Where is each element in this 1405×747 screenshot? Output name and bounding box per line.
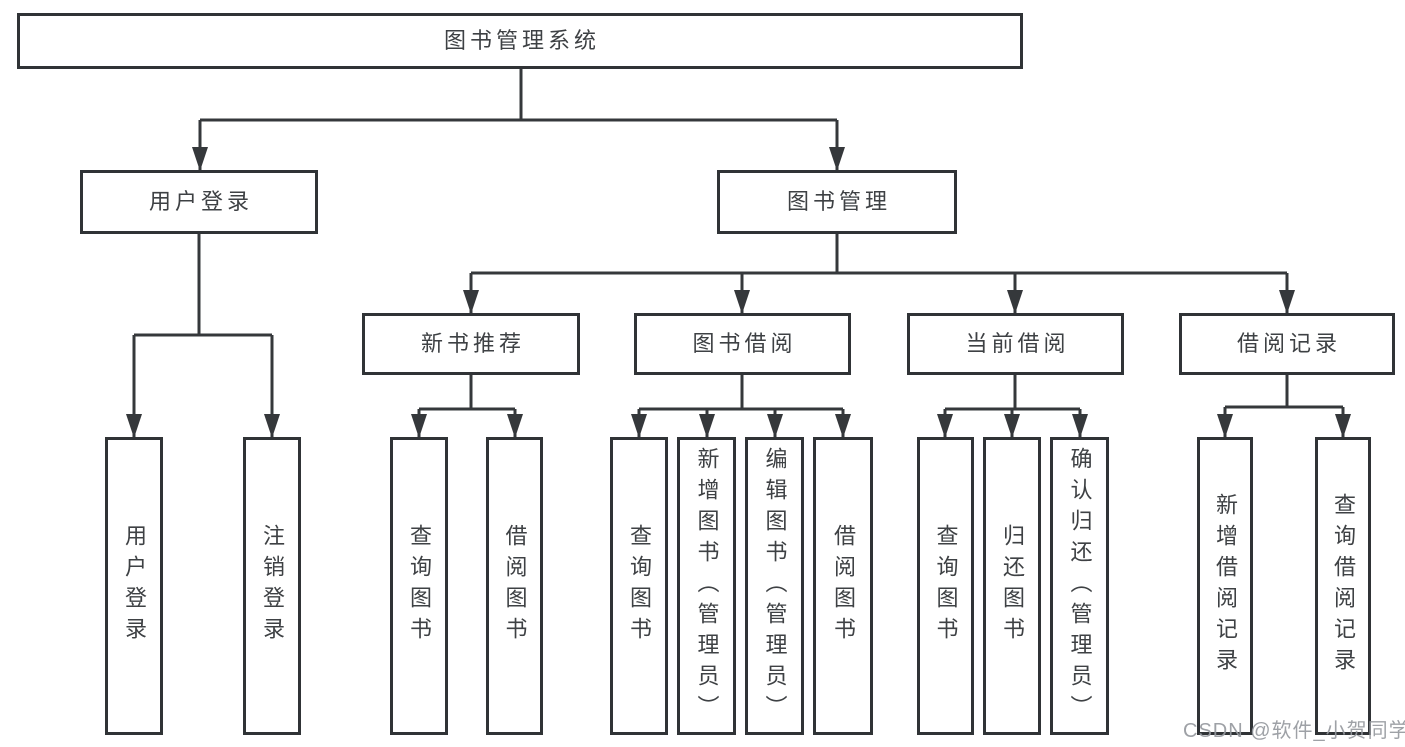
node-label: 新书推荐	[420, 331, 525, 356]
node-label: 确认归还（管理员）	[1067, 446, 1093, 726]
node-book-borrow: 图书借阅	[634, 313, 851, 375]
node-label: 借阅记录	[1236, 331, 1341, 356]
node-book-management: 图书管理	[717, 170, 957, 234]
connector-current-borrow	[937, 375, 1088, 438]
connector-borrow-records	[1217, 375, 1351, 438]
node-label: 编辑图书（管理员）	[762, 446, 788, 726]
node-label: 借阅图书	[831, 524, 856, 648]
leaf-user-login: 用户登录	[105, 437, 163, 735]
node-label: 图书借阅	[692, 331, 797, 356]
node-label: 查询图书	[627, 524, 652, 648]
node-label: 新增借阅记录	[1213, 493, 1238, 679]
node-library-management-system: 图书管理系统	[17, 13, 1023, 69]
leaf-query-books-recommend: 查询图书	[390, 437, 448, 735]
node-user-login: 用户登录	[80, 170, 318, 234]
node-label: 图书管理	[786, 189, 891, 214]
leaf-query-books-borrow: 查询图书	[610, 437, 668, 735]
watermark: CSDN @软件_小贺同学	[1183, 720, 1405, 742]
node-label: 用户登录	[148, 189, 253, 214]
node-label: 图书管理系统	[443, 28, 600, 53]
leaf-add-borrow-record: 新增借阅记录	[1197, 437, 1253, 735]
leaf-query-books-current: 查询图书	[917, 437, 974, 735]
node-label: 查询借阅记录	[1331, 493, 1356, 679]
node-label: 新增图书（管理员）	[694, 446, 720, 726]
connector-user-login	[126, 234, 280, 438]
node-new-book-recommend: 新书推荐	[362, 313, 580, 375]
leaf-edit-books-admin: 编辑图书（管理员）	[745, 437, 804, 735]
node-borrow-records: 借阅记录	[1179, 313, 1395, 375]
leaf-borrow-books-recommend: 借阅图书	[486, 437, 543, 735]
node-label: 归还图书	[1000, 524, 1025, 648]
leaf-query-borrow-record: 查询借阅记录	[1315, 437, 1371, 735]
node-label: 查询图书	[407, 524, 432, 648]
leaf-return-books: 归还图书	[983, 437, 1041, 735]
connector-new-book-recommend	[411, 375, 523, 438]
node-label: 当前借阅	[965, 331, 1070, 356]
node-label: 查询图书	[933, 524, 959, 648]
node-label: 注销登录	[260, 524, 285, 648]
leaf-borrow-books: 借阅图书	[813, 437, 873, 735]
node-label: 用户登录	[122, 524, 147, 648]
node-current-borrow: 当前借阅	[907, 313, 1124, 375]
leaf-logout-login: 注销登录	[243, 437, 301, 735]
connector-book-borrow	[631, 375, 851, 438]
connector-root	[192, 68, 845, 171]
leaf-confirm-return-admin: 确认归还（管理员）	[1050, 437, 1109, 735]
leaf-add-books-admin: 新增图书（管理员）	[677, 437, 736, 735]
connector-book-management	[463, 234, 1295, 314]
node-label: 借阅图书	[502, 524, 528, 648]
